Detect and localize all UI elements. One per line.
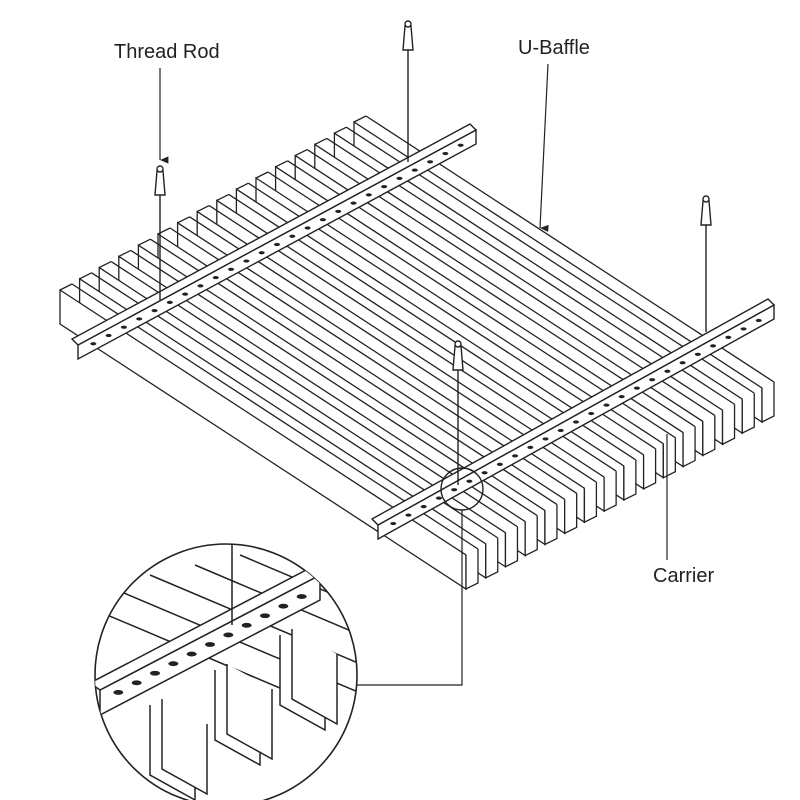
detail-baffle-line xyxy=(149,574,357,686)
detail-u-baffle-inner xyxy=(161,699,208,796)
detail-zoom-content xyxy=(95,544,357,800)
thread-rod xyxy=(700,195,712,332)
detail-leader-line xyxy=(350,510,463,686)
thread-rod xyxy=(402,20,414,162)
detail-slot xyxy=(241,622,252,628)
thread-rod-label: Thread Rod xyxy=(114,41,220,63)
detail-slot xyxy=(150,670,160,676)
detail-slot xyxy=(113,690,124,695)
detail-slot xyxy=(296,594,307,599)
u-baffle-label: U-Baffle xyxy=(518,37,590,59)
carrier-label: Carrier xyxy=(653,565,714,587)
carrier-rail xyxy=(70,123,478,361)
detail-callout xyxy=(94,467,484,800)
detail-baffle-line xyxy=(194,564,357,676)
detail-u-baffle-inner xyxy=(291,629,338,726)
carrier-rail xyxy=(370,298,776,541)
thread-rod xyxy=(154,165,166,300)
detail-u-baffle-inner xyxy=(226,664,273,761)
u-baffle-group xyxy=(59,115,775,591)
u-baffle-leader xyxy=(539,63,549,233)
detail-slot xyxy=(260,613,270,619)
detail-slot xyxy=(278,603,289,609)
detail-slot xyxy=(168,661,179,667)
label-group: Thread Rod U-Baffle Carrier xyxy=(114,37,714,587)
thread-rod-group xyxy=(154,20,712,485)
carrier-group xyxy=(70,123,776,541)
detail-baffle-line xyxy=(239,554,357,666)
detail-slot xyxy=(223,632,234,638)
thread-rod xyxy=(452,340,464,485)
detail-slot xyxy=(205,642,215,647)
detail-slot xyxy=(186,651,197,657)
detail-slot xyxy=(131,680,142,686)
